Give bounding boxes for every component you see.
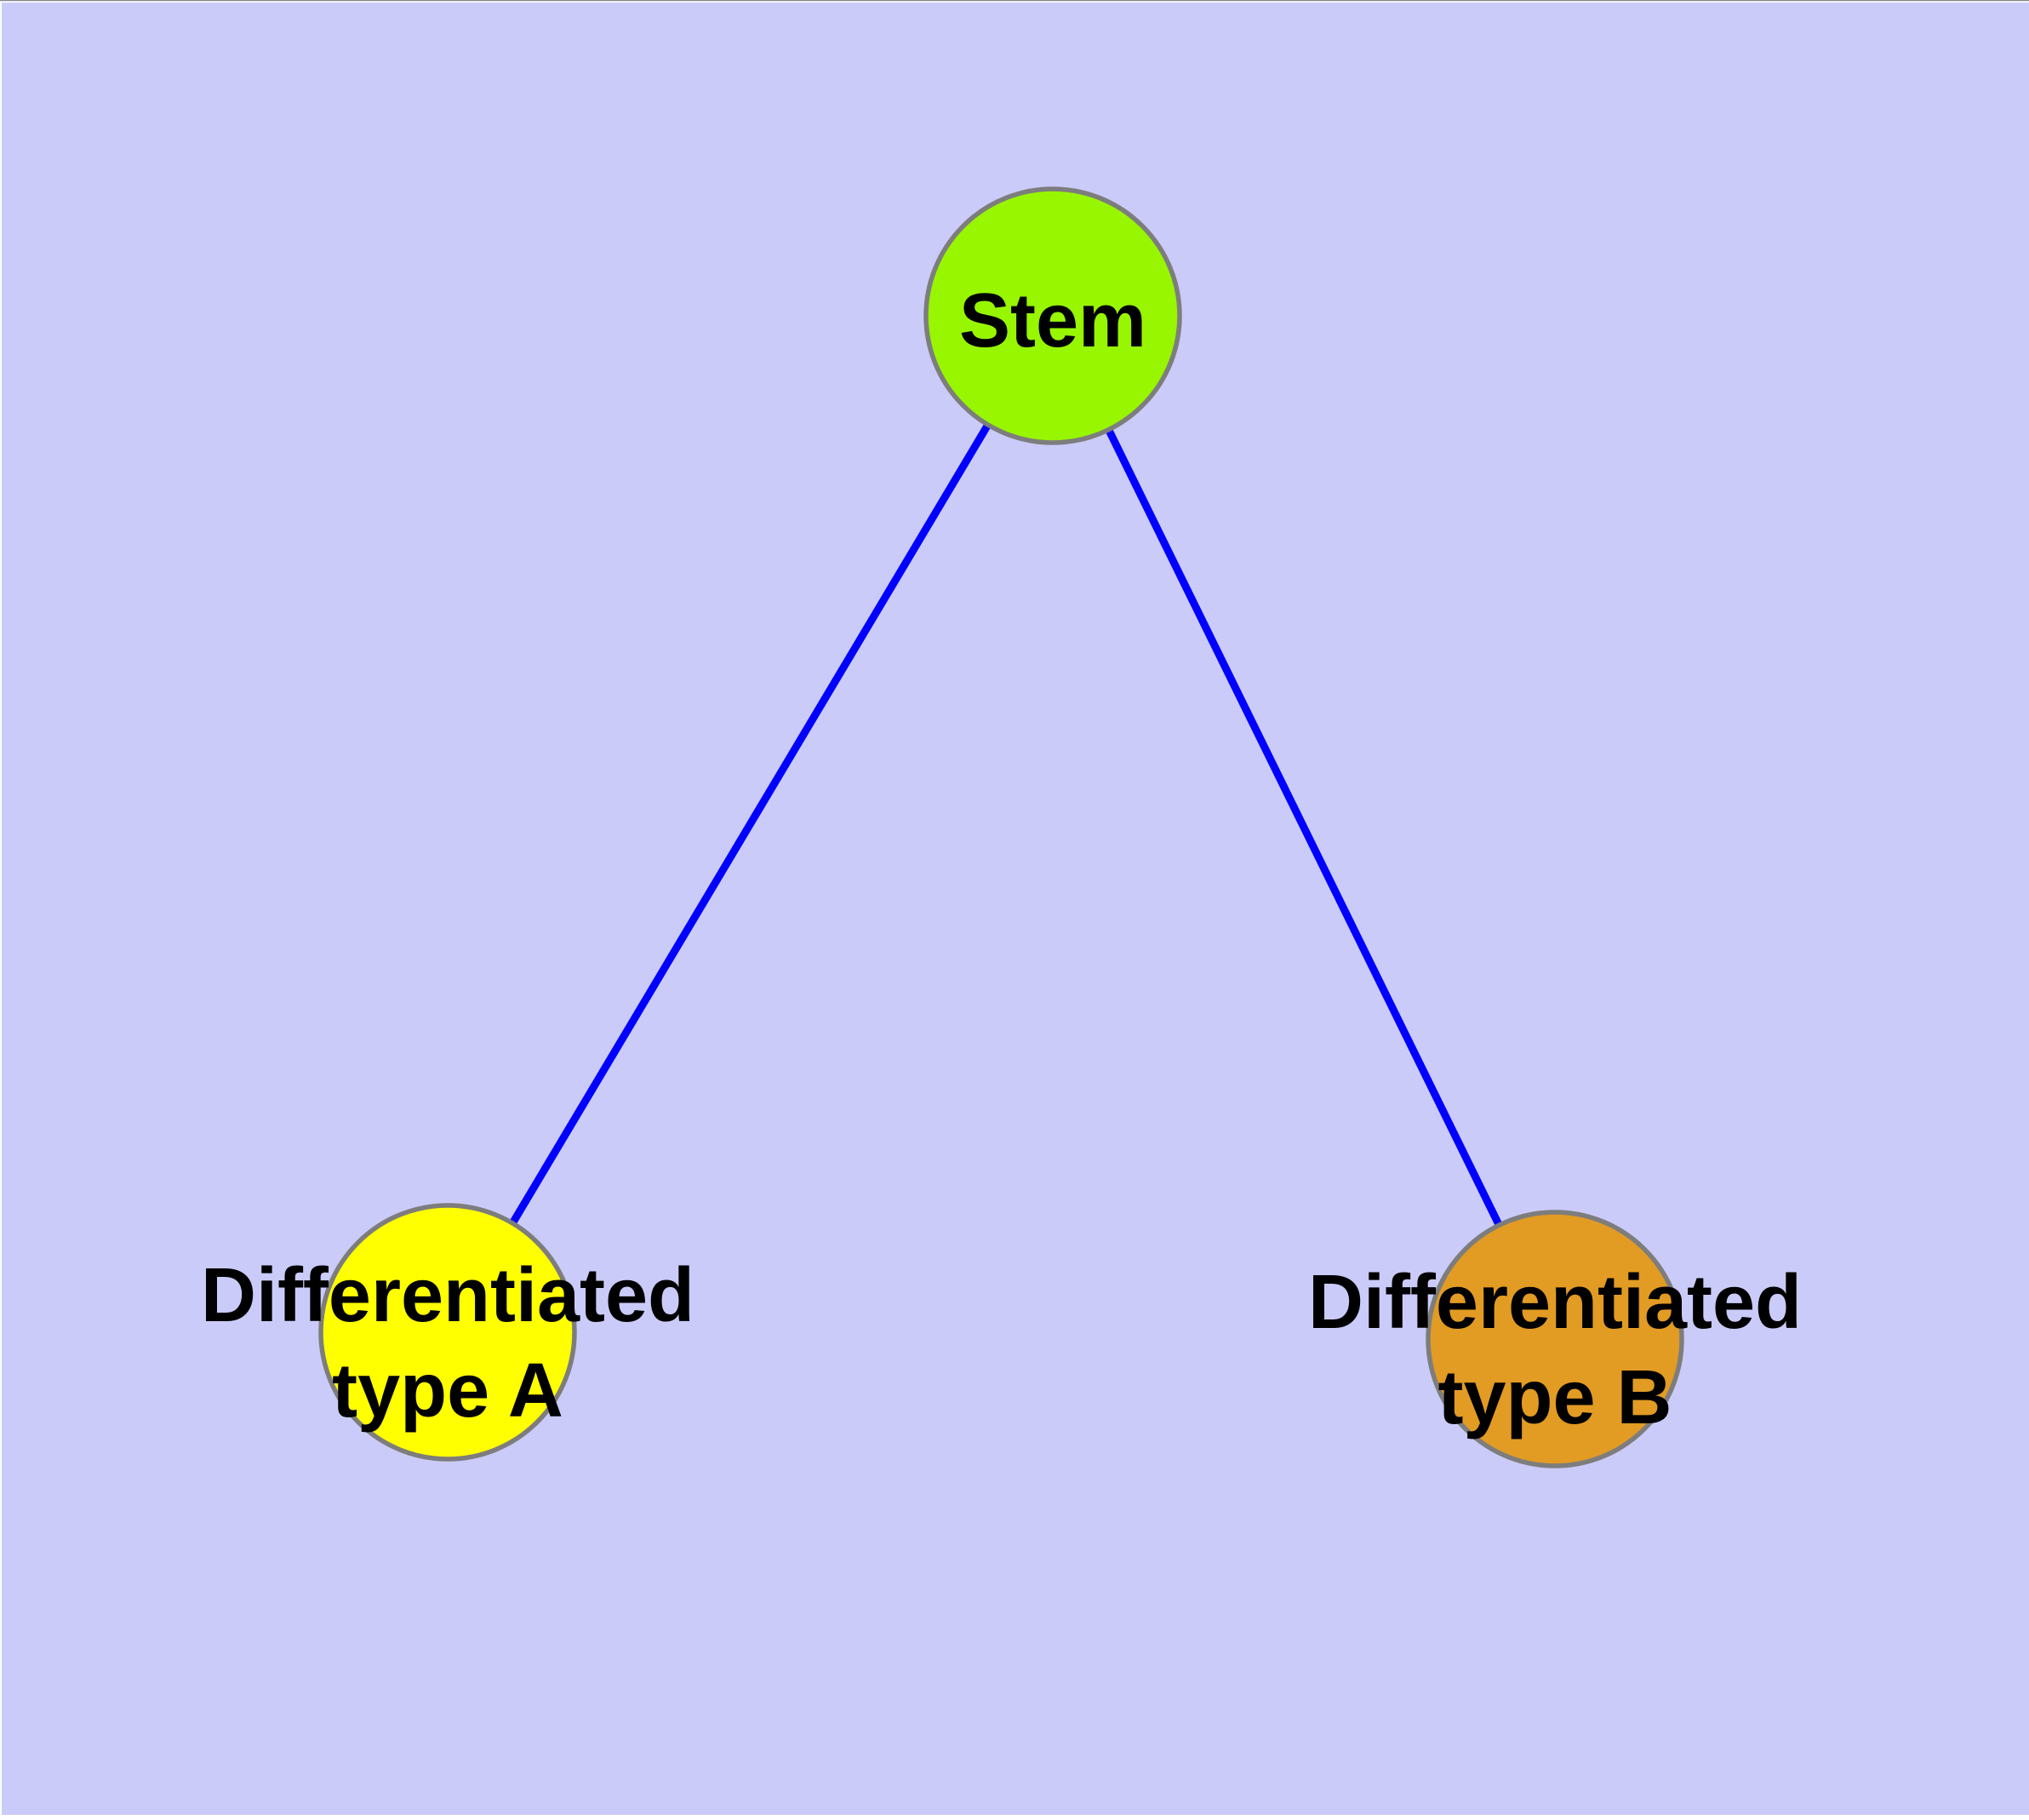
- edges-layer: [444, 313, 1559, 1341]
- node-diff-b: [1426, 1210, 1684, 1468]
- node-stem: [923, 186, 1182, 445]
- node-label-stem: Stem: [959, 278, 1146, 363]
- node-diff-a: [318, 1203, 577, 1462]
- edge-stem-to-diff-a: [444, 313, 1056, 1335]
- edge-stem-to-diff-b: [1049, 314, 1559, 1341]
